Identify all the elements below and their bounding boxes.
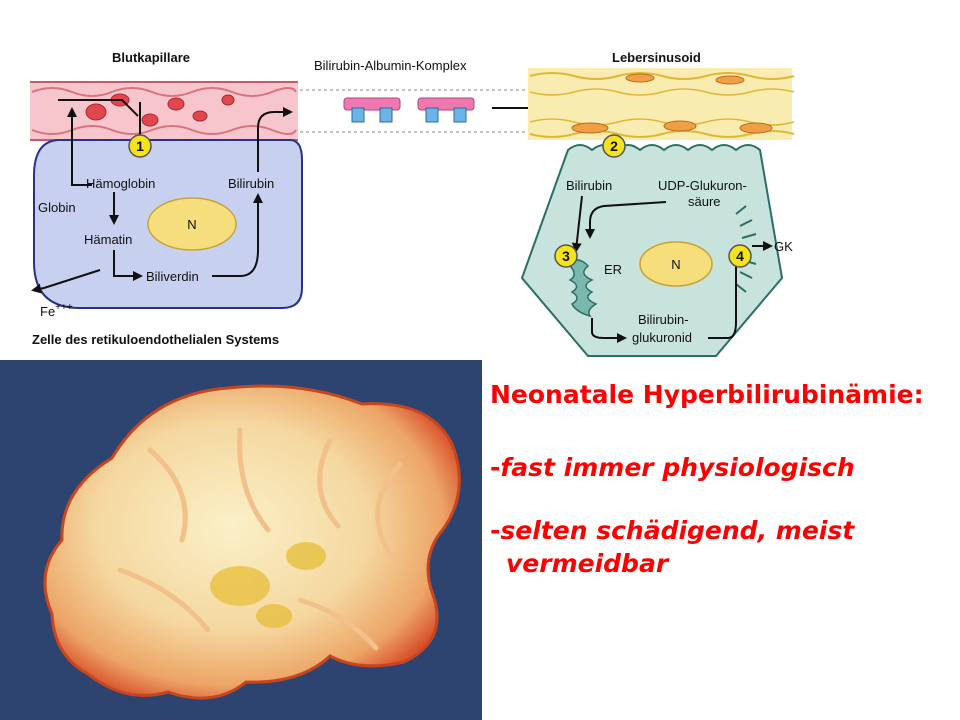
brain-section-photo [0, 360, 482, 720]
label-udp-line1: UDP-Glukuron- [658, 178, 747, 193]
svg-text:2: 2 [610, 138, 618, 154]
step-badge-1: 1 [128, 134, 152, 158]
label-bilirubin-res: Bilirubin [228, 176, 274, 191]
step-badge-2: 2 [602, 134, 626, 158]
step-badge-3: 3 [554, 244, 578, 268]
label-hemoglobin: Hämoglobin [86, 176, 155, 191]
label-res-cell: Zelle des retikuloendothelialen Systems [32, 332, 279, 347]
label-globin: Globin [38, 200, 76, 215]
step-badge-4: 4 [728, 244, 752, 268]
label-hematin: Hämatin [84, 232, 132, 247]
label-glucuronide-line2: glukuronid [632, 330, 692, 345]
label-blood-capillary: Blutkapillare [112, 50, 190, 65]
albumin-complex-1 [343, 97, 401, 123]
bilirubin-metabolism-diagram: 1 2 3 4 Blutkapillare Bilirubin-Albumin-… [30, 50, 795, 357]
albumin-complex-2 [417, 97, 475, 123]
text-panel: Neonatale Hyperbilirubinämie: -fast imme… [490, 380, 960, 610]
label-udp-line2: säure [688, 194, 721, 209]
bullet-dash: - [490, 516, 501, 545]
res-nucleus [147, 197, 237, 251]
res-pathway-arrows [31, 99, 293, 294]
bullet-physiological: -fast immer physiologisch [490, 451, 960, 484]
label-liver-sinusoid: Lebersinusoid [612, 50, 701, 65]
label-gk: GK [774, 239, 793, 254]
headline: Neonatale Hyperbilirubinämie: [490, 380, 924, 409]
svg-text:4: 4 [736, 248, 744, 264]
yellow-staining [210, 542, 326, 628]
bullet-dash: - [490, 453, 501, 482]
liver-sinusoid [528, 68, 795, 140]
bullet-avoidable: -selten schädigend, meist vermeidbar [490, 514, 960, 580]
brain-tissue [43, 384, 461, 700]
hepatocyte-nucleus [639, 241, 713, 287]
label-bilirubin-hepatocyte: Bilirubin [566, 178, 612, 193]
label-nucleus-hepatocyte: N [671, 257, 680, 272]
hepatocyte-pathway-arrows [571, 195, 773, 343]
label-glucuronide-line1: Bilirubin- [638, 312, 689, 327]
label-iron: Fe+++ [40, 302, 73, 319]
bullet-text: selten schädigend, meist [500, 516, 855, 545]
label-bilirubin-albumin-complex: Bilirubin-Albumin-Komplex [314, 58, 467, 73]
svg-text:1: 1 [136, 138, 144, 154]
brain-folds [117, 427, 403, 651]
label-nucleus-res: N [187, 217, 196, 232]
svg-text:3: 3 [562, 248, 570, 264]
bullet-text: fast immer physiologisch [500, 453, 855, 482]
label-er: ER [604, 262, 622, 277]
label-biliverdin: Biliverdin [146, 269, 199, 284]
bullet-text-continuation: vermeidbar [506, 549, 669, 578]
endoplasmic-reticulum [564, 259, 598, 318]
